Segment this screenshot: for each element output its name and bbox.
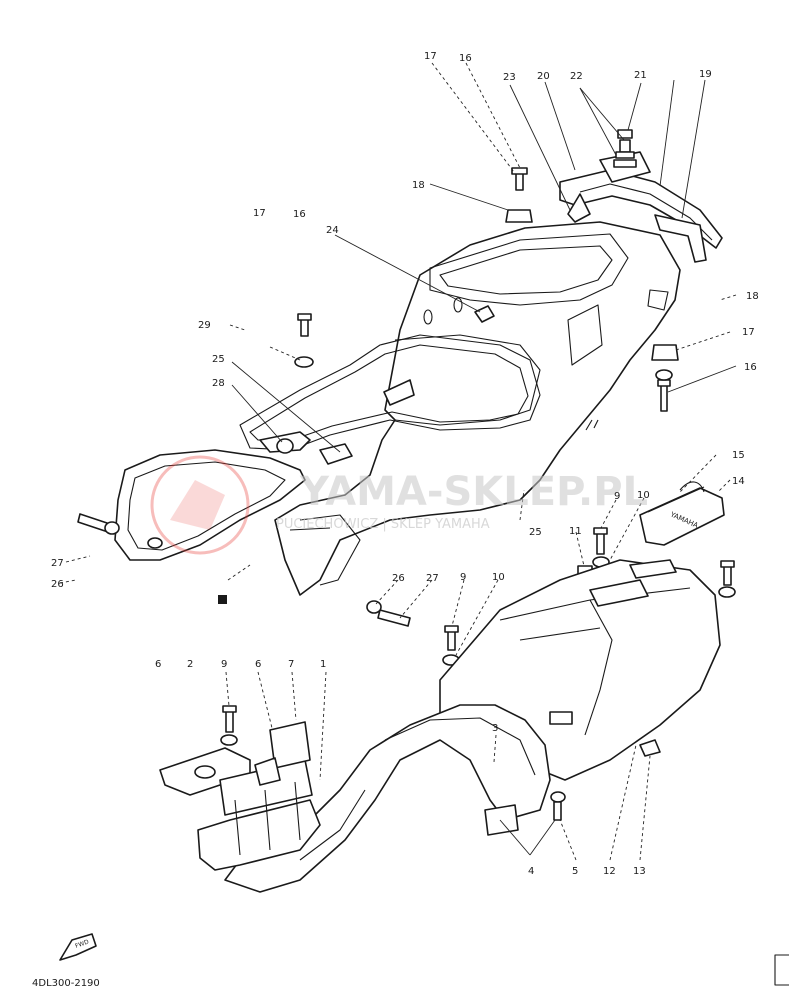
watermark-title: YAMA-SKLEP.PL [299,469,648,515]
diagram-code: 4DL300-2190 [32,978,100,989]
callout-3: 3 [492,723,498,734]
callout-10: 10 [637,490,650,501]
tool-case: YAMAHA [639,481,725,546]
callout-27: 27 [426,573,439,584]
corner-mark [774,954,789,986]
callout-21: 21 [634,70,647,81]
callout-18: 18 [412,180,425,191]
forward-arrow-icon: FWD [59,933,97,961]
callout-labels: 17 16 23 20 22 21 19 18 17 16 24 18 29 1… [51,51,759,877]
callout-26: 26 [392,573,405,584]
callout-9: 9 [460,572,466,583]
callout-16: 16 [744,362,757,373]
callout-25: 25 [212,354,225,365]
rear-cowl [274,221,681,596]
callout-27: 27 [51,558,64,569]
callout-29: 29 [198,320,211,331]
watermark-logo-mark [170,480,225,530]
callout-28: 28 [212,378,225,389]
callout-24: 24 [326,225,339,236]
callout-9: 9 [614,491,620,502]
callout-15: 15 [732,450,745,461]
grab-rail-bracket [559,129,723,263]
callout-20: 20 [537,71,550,82]
callout-9: 9 [221,659,227,670]
callout-19: 19 [699,69,712,80]
callout-6: 6 [255,659,261,670]
rear-fender [224,704,551,893]
watermark-subtitle: PUCIECHOWICZ | SKLEP YAMAHA [276,517,490,532]
callout-4: 4 [528,866,534,877]
callout-17: 17 [253,208,266,219]
callout-2: 2 [187,659,193,670]
callout-5: 5 [572,866,578,877]
callout-6: 6 [155,659,161,670]
callout-26: 26 [51,579,64,590]
callout-12: 12 [603,866,616,877]
callout-11: 11 [569,526,582,537]
callout-17: 17 [424,51,437,62]
leader-lines [59,62,737,861]
callout-13: 13 [633,866,646,877]
callout-14: 14 [732,476,745,487]
callout-22: 22 [570,71,583,82]
callout-23: 23 [503,72,516,83]
callout-25: 25 [529,527,542,538]
callout-7: 7 [288,659,294,670]
tail-tip [114,431,353,561]
seat-rail-frame [239,334,541,451]
watermark: YAMA-SKLEP.PL PUCIECHOWICZ | SKLEP YAMAH… [150,455,648,555]
callout-18: 18 [746,291,759,302]
watermark-logo [150,455,250,555]
callout-17: 17 [742,327,755,338]
callout-16: 16 [459,53,472,64]
lower-bracket [159,721,321,871]
callout-10: 10 [492,572,505,583]
forward-label: FWD [74,938,90,949]
callout-1: 1 [320,659,326,670]
callout-16: 16 [293,209,306,220]
